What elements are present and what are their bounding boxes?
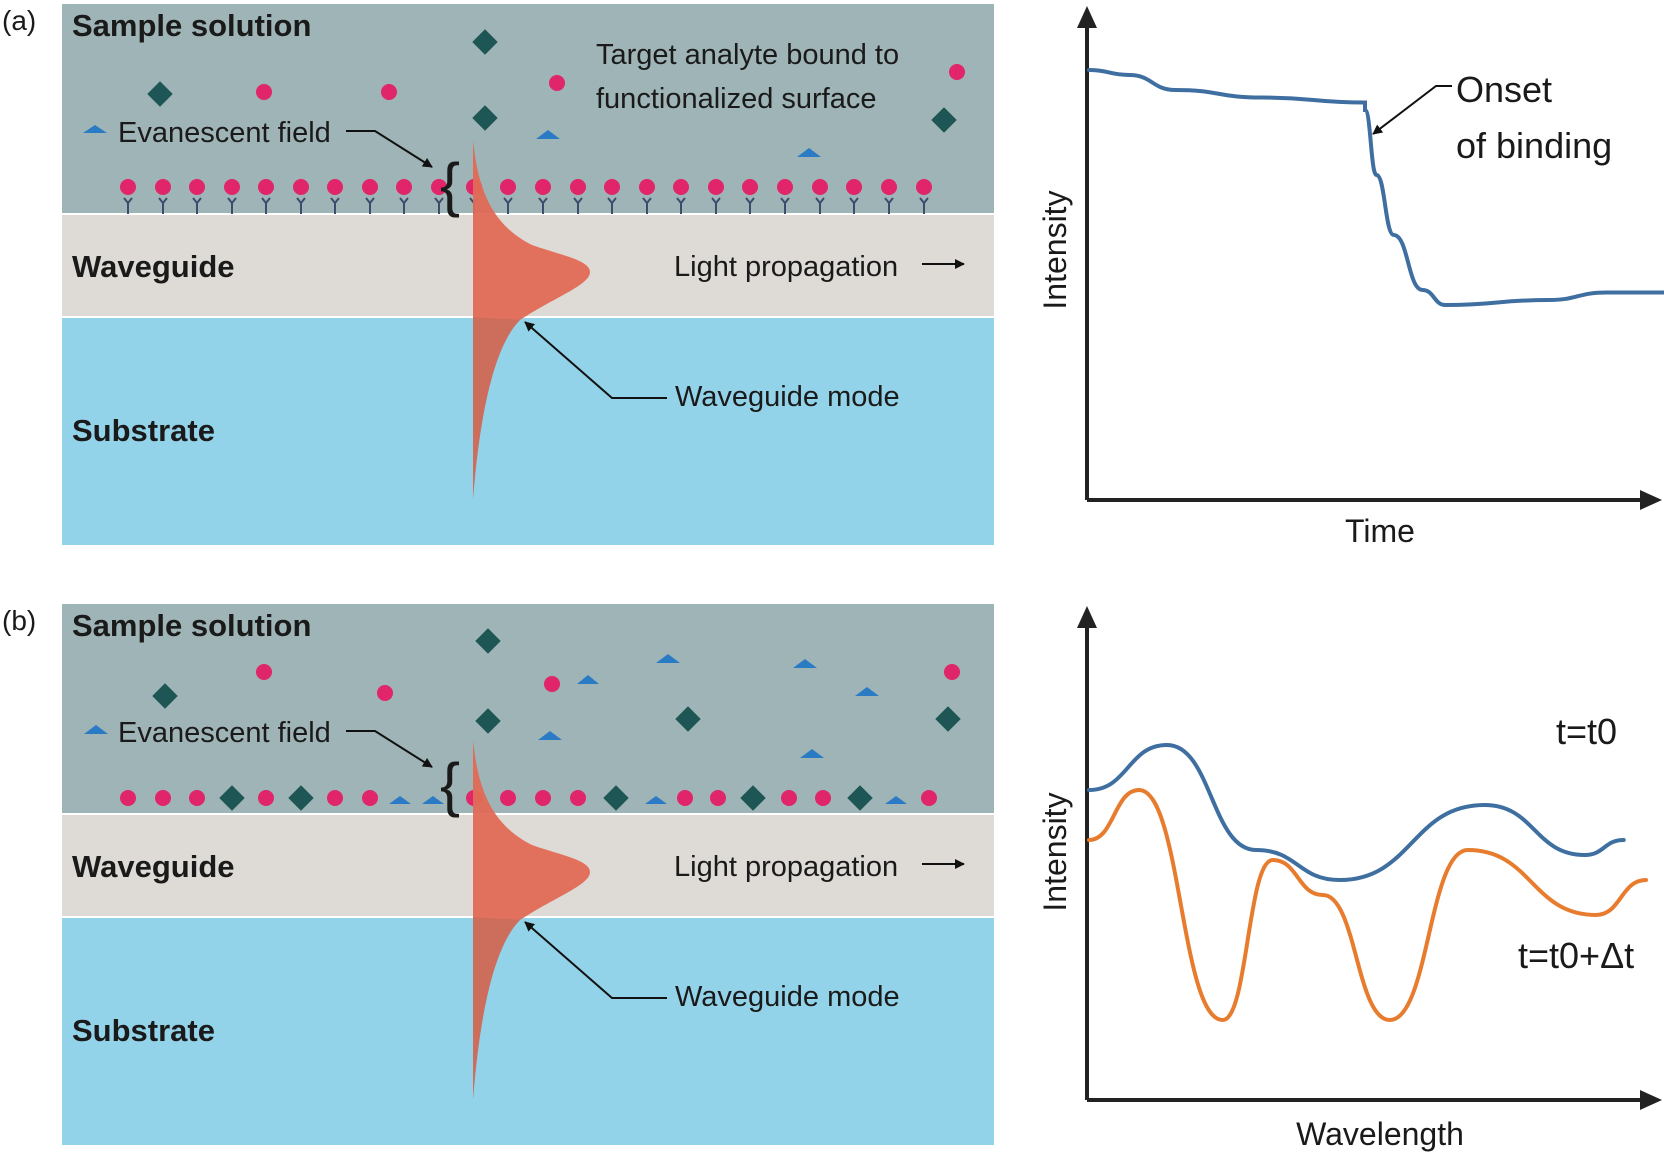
x-axis-arrow: [1640, 1090, 1662, 1110]
series-line-0: [1087, 68, 1664, 308]
chart-a: Intensity Time Onset of binding: [1037, 6, 1664, 549]
mode-arrow: [524, 321, 667, 399]
sample-solution-label: Sample solution: [72, 608, 311, 643]
target-analyte-label: functionalized surface: [596, 83, 877, 115]
mode-arrow: [524, 921, 667, 999]
target-analyte-label: Target analyte bound to: [596, 39, 899, 71]
waveguide-mode-profile: [473, 740, 590, 1100]
evanescent-field-label: Evanescent field: [118, 717, 331, 749]
chart-b: Intensity Wavelength t=t0 t=t0+Δt: [1037, 606, 1662, 1152]
panel-b-tag: (b): [2, 605, 36, 636]
y-axis-label: Intensity: [1037, 792, 1073, 911]
onset-label: of binding: [1456, 125, 1612, 166]
y-axis-label: Intensity: [1037, 190, 1073, 309]
substrate-label: Substrate: [72, 1013, 215, 1048]
onset-label: Onset: [1456, 69, 1552, 110]
sample-solution-layer: [62, 4, 994, 214]
onset-arrow: [1372, 85, 1452, 135]
waveguide-mode-label: Waveguide mode: [675, 381, 900, 413]
series-line-t-t0: [1087, 742, 1626, 883]
waveguide-label: Waveguide: [72, 849, 235, 884]
bound-analytes: [120, 785, 937, 811]
y-axis-arrow: [1077, 606, 1097, 628]
sample-solution-layer: [62, 604, 994, 814]
free-analytes: [84, 628, 961, 758]
substrate-layer: [62, 317, 994, 545]
x-axis-label: Time: [1345, 513, 1415, 549]
functionalized-surface: [120, 179, 932, 215]
waveguide-mode-profile: [473, 140, 590, 500]
evanescent-field-label: Evanescent field: [118, 117, 331, 149]
y-axis-arrow: [1077, 6, 1097, 28]
waveguide-label: Waveguide: [72, 249, 235, 284]
evanescent-arrow: [346, 130, 433, 168]
panel-a-tag: (a): [2, 5, 36, 36]
panel-b-diagram: (b) Sample solution Evanescent field Wav…: [2, 604, 994, 1145]
x-axis-label: Wavelength: [1296, 1116, 1464, 1152]
panel-a-diagram: (a) Sample solution Target analyte bound…: [2, 4, 994, 545]
light-propagation-label: Light propagation: [674, 851, 898, 883]
evanescent-brace: {: [440, 151, 460, 218]
substrate-layer: [62, 917, 994, 1145]
series-line-t-t0-t: [1087, 787, 1648, 1023]
legend-t0: t=t0: [1556, 711, 1617, 752]
evanescent-brace: {: [440, 751, 460, 818]
x-axis-arrow: [1640, 490, 1662, 510]
evanescent-arrow: [346, 730, 433, 768]
light-propagation-label: Light propagation: [674, 251, 898, 283]
substrate-label: Substrate: [72, 413, 215, 448]
waveguide-mode-label: Waveguide mode: [675, 981, 900, 1013]
sample-solution-label: Sample solution: [72, 8, 311, 43]
free-analytes: [83, 29, 965, 157]
legend-t1: t=t0+Δt: [1518, 935, 1634, 976]
